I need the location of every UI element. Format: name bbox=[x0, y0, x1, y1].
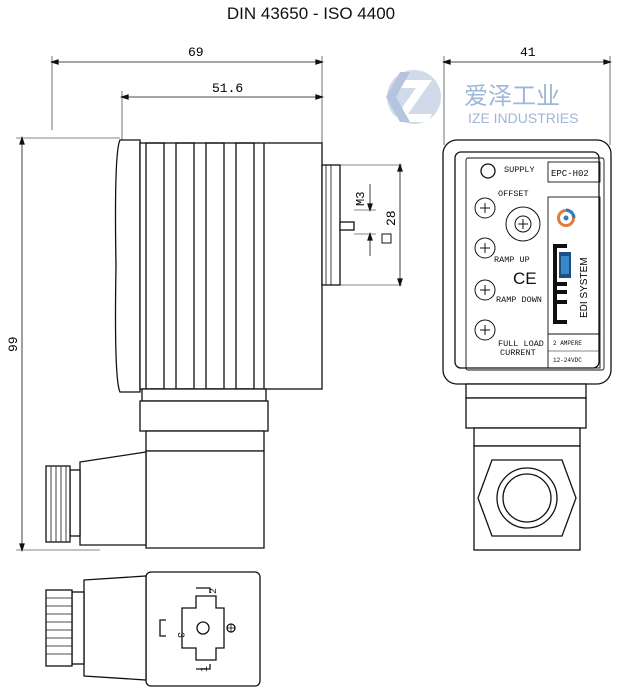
pin-3-label: 3 bbox=[174, 632, 185, 638]
watermark-cn: 爱泽工业 bbox=[464, 83, 560, 110]
watermark-en: IZE INDUSTRIES bbox=[468, 110, 578, 126]
bottom-view bbox=[45, 571, 261, 687]
ramp-up-label: RAMP UP bbox=[494, 255, 530, 265]
dim-overall-width: 69 bbox=[188, 45, 204, 60]
full-load-label: FULL LOAD bbox=[498, 339, 544, 349]
front-view bbox=[441, 56, 613, 551]
ce-mark: CE bbox=[513, 269, 537, 288]
dim-front-width: 41 bbox=[520, 45, 536, 60]
swirl-logo-icon bbox=[557, 208, 576, 227]
rating-current: 2 AMPERE bbox=[553, 340, 582, 347]
watermark: 爱泽工业 IZE INDUSTRIES bbox=[386, 70, 578, 126]
current-label: CURRENT bbox=[500, 348, 536, 358]
ize-logo-icon bbox=[386, 70, 441, 124]
supply-label: SUPPLY bbox=[504, 165, 535, 175]
dim-thread: M3 bbox=[354, 192, 368, 206]
brand-label: EDI SYSTEM bbox=[579, 257, 590, 318]
rating-voltage: 12-24VDC bbox=[553, 357, 582, 364]
offset-label: OFFSET bbox=[498, 189, 529, 199]
dim-height: 99 bbox=[6, 336, 21, 352]
ramp-down-label: RAMP DOWN bbox=[496, 295, 542, 305]
model-label: EPC-H02 bbox=[551, 169, 589, 179]
pin-2-label: 2 bbox=[209, 588, 220, 594]
side-view bbox=[16, 56, 403, 553]
dim-body-width: 51.6 bbox=[212, 81, 243, 96]
page-title: DIN 43650 - ISO 4400 bbox=[226, 4, 396, 23]
dim-square: 28 bbox=[384, 210, 399, 226]
pin-1-label: 1 bbox=[200, 666, 211, 672]
